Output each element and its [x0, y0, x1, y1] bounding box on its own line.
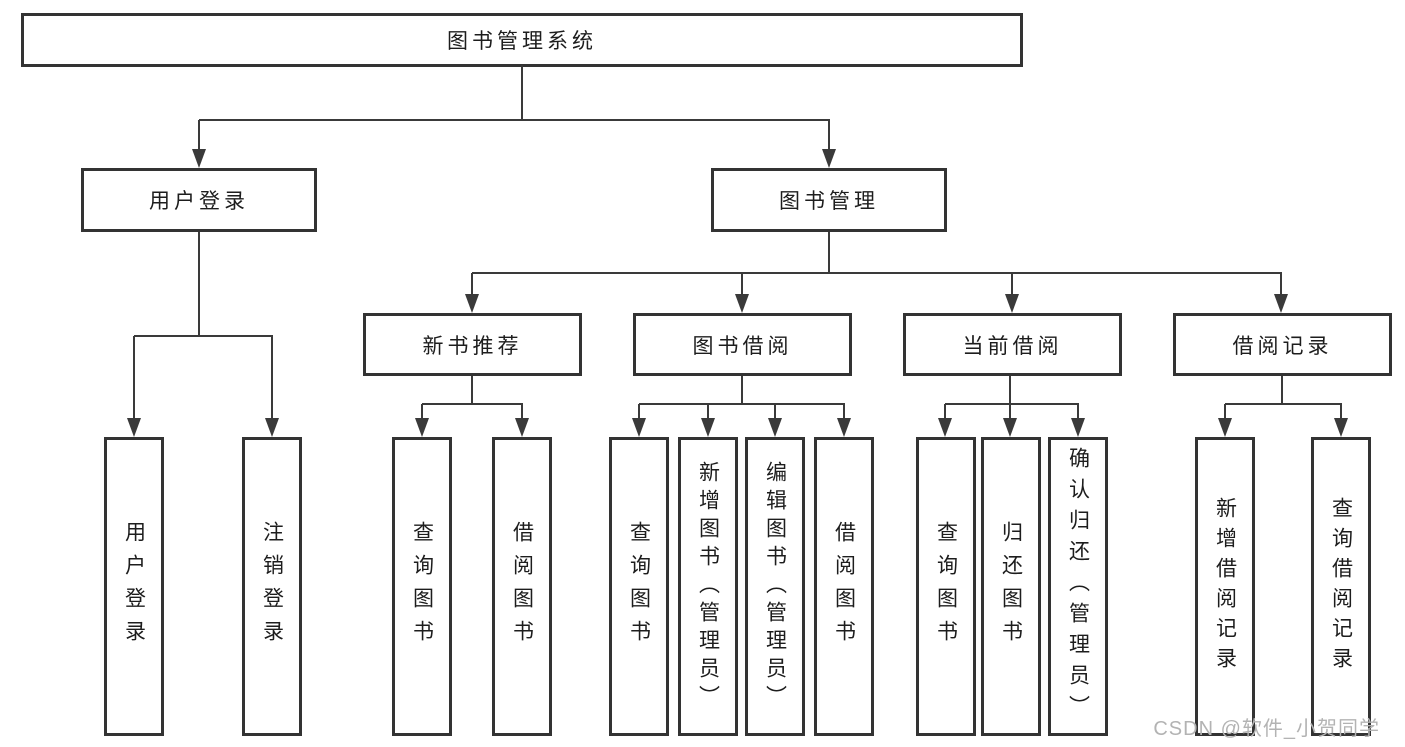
leaf-query-borrow-record-label: 查询借阅记录 [1329, 496, 1353, 677]
node-root-label: 图书管理系统 [447, 30, 597, 53]
leaf-return-book: 归还图书 [981, 437, 1041, 736]
leaf-edit-book-admin-label: 编辑图书（管理员） [763, 460, 787, 713]
connector-level3-rail [472, 272, 1282, 274]
arrow-to-new-book [465, 273, 479, 313]
arrow-to-records [1274, 273, 1288, 313]
leaf-user-login: 用户登录 [104, 437, 164, 736]
leaf-logout: 注销登录 [242, 437, 302, 736]
arrow-to-leaf-borrow-book-2 [837, 404, 851, 437]
node-book-borrow: 图书借阅 [633, 313, 852, 376]
arrow-to-leaf-query-book-2 [632, 404, 646, 437]
connector-current-rail [945, 403, 1079, 405]
connector-current-riser [1009, 376, 1011, 405]
leaf-query-book-2: 查询图书 [609, 437, 669, 736]
leaf-add-borrow-record: 新增借阅记录 [1195, 437, 1255, 736]
leaf-logout-label: 注销登录 [260, 520, 284, 653]
node-borrow-records: 借阅记录 [1173, 313, 1392, 376]
connector-level2-rail [199, 119, 830, 121]
node-new-book-rec: 新书推荐 [363, 313, 582, 376]
arrow-to-borrow [735, 273, 749, 313]
leaf-query-book-1-label: 查询图书 [410, 520, 434, 653]
watermark: CSDN @软件_小贺同学 [1153, 718, 1380, 740]
leaf-borrow-book-2: 借阅图书 [814, 437, 874, 736]
arrow-to-leaf-logout [265, 336, 279, 437]
leaf-add-borrow-record-label: 新增借阅记录 [1213, 496, 1237, 677]
leaf-borrow-book-2-label: 借阅图书 [832, 520, 856, 653]
leaf-query-book-3-label: 查询图书 [934, 520, 958, 653]
connector-records-rail [1225, 403, 1342, 405]
node-book-mgmt-label: 图书管理 [779, 190, 879, 213]
node-book-mgmt: 图书管理 [711, 168, 947, 232]
leaf-query-book-2-label: 查询图书 [627, 520, 651, 653]
leaf-confirm-return-admin-label: 确认归还（管理员） [1066, 447, 1090, 726]
connector-book-mgmt-riser [828, 232, 830, 274]
connector-user-login-rail [134, 335, 273, 337]
leaf-add-book-admin: 新增图书（管理员） [678, 437, 738, 736]
arrow-to-leaf-return-book [1003, 404, 1017, 437]
leaf-confirm-return-admin: 确认归还（管理员） [1048, 437, 1108, 736]
leaf-query-borrow-record: 查询借阅记录 [1311, 437, 1371, 736]
connector-user-login-riser [198, 232, 200, 337]
arrow-to-leaf-edit-book [768, 404, 782, 437]
arrow-to-user-login [192, 120, 206, 168]
arrow-to-leaf-query-book-1 [415, 404, 429, 437]
leaf-return-book-label: 归还图书 [999, 520, 1023, 653]
node-borrow-records-label: 借阅记录 [1232, 334, 1333, 358]
node-new-book-rec-label: 新书推荐 [422, 334, 523, 358]
connector-new-book-rail [422, 403, 523, 405]
arrow-to-leaf-user-login [127, 336, 141, 437]
connector-borrow-riser [741, 376, 743, 405]
connector-new-book-riser [471, 376, 473, 405]
arrow-to-leaf-query-record [1334, 404, 1348, 437]
node-user-login: 用户登录 [81, 168, 317, 232]
arrow-to-leaf-borrow-book-1 [515, 404, 529, 437]
connector-borrow-rail [639, 403, 845, 405]
leaf-edit-book-admin: 编辑图书（管理员） [745, 437, 805, 736]
leaf-query-book-1: 查询图书 [392, 437, 452, 736]
node-root: 图书管理系统 [21, 13, 1023, 67]
arrow-to-leaf-add-record [1218, 404, 1232, 437]
leaf-user-login-label: 用户登录 [122, 520, 146, 653]
connector-records-riser [1281, 376, 1283, 405]
arrow-to-leaf-query-book-3 [938, 404, 952, 437]
arrow-to-leaf-confirm-return [1071, 404, 1085, 437]
leaf-borrow-book-1: 借阅图书 [492, 437, 552, 736]
arrow-to-leaf-add-book [701, 404, 715, 437]
node-user-login-label: 用户登录 [149, 190, 249, 213]
node-current-borrow: 当前借阅 [903, 313, 1122, 376]
arrow-to-book-mgmt [822, 120, 836, 168]
arrow-to-current [1005, 273, 1019, 313]
connector-root-riser [521, 65, 523, 121]
node-current-borrow-label: 当前借阅 [962, 334, 1063, 358]
leaf-query-book-3: 查询图书 [916, 437, 976, 736]
node-book-borrow-label: 图书借阅 [692, 334, 793, 358]
leaf-borrow-book-1-label: 借阅图书 [510, 520, 534, 653]
leaf-add-book-admin-label: 新增图书（管理员） [696, 460, 720, 713]
